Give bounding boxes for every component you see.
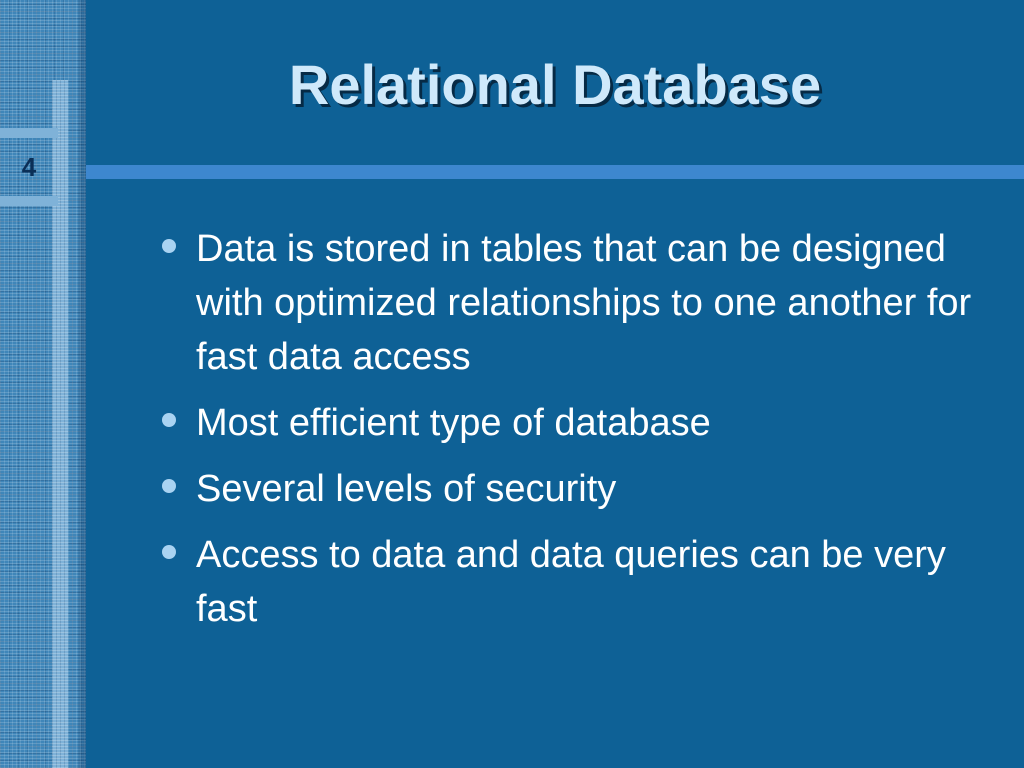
bullet-dot-icon xyxy=(162,545,176,559)
slide-number: 4 xyxy=(21,152,37,182)
sidebar-texture xyxy=(0,0,86,768)
slide-title: Relational Database xyxy=(288,53,822,116)
bullet-item: Access to data and data queries can be v… xyxy=(158,528,1008,636)
bullet-dot-icon xyxy=(162,479,176,493)
sidebar-stripe xyxy=(52,80,68,768)
bullet-text: Most efficient type of database xyxy=(196,402,711,444)
slide-number-band: 4 xyxy=(0,128,58,210)
bullet-item: Most efficient type of database xyxy=(158,396,1008,450)
bullet-text: Several levels of security xyxy=(196,468,617,510)
bullet-dot-icon xyxy=(162,413,176,427)
bullet-item: Data is stored in tables that can be des… xyxy=(158,222,1008,384)
band-line-bottom xyxy=(0,196,58,206)
bullet-list: Data is stored in tables that can be des… xyxy=(158,222,1008,648)
title-divider xyxy=(86,165,1024,179)
sidebar-edge xyxy=(78,0,86,768)
band-line-top xyxy=(0,128,58,138)
bullet-text: Access to data and data queries can be v… xyxy=(196,534,946,630)
bullet-text: Data is stored in tables that can be des… xyxy=(196,228,972,378)
bullet-dot-icon xyxy=(162,239,176,253)
bullet-item: Several levels of security xyxy=(158,462,1008,516)
